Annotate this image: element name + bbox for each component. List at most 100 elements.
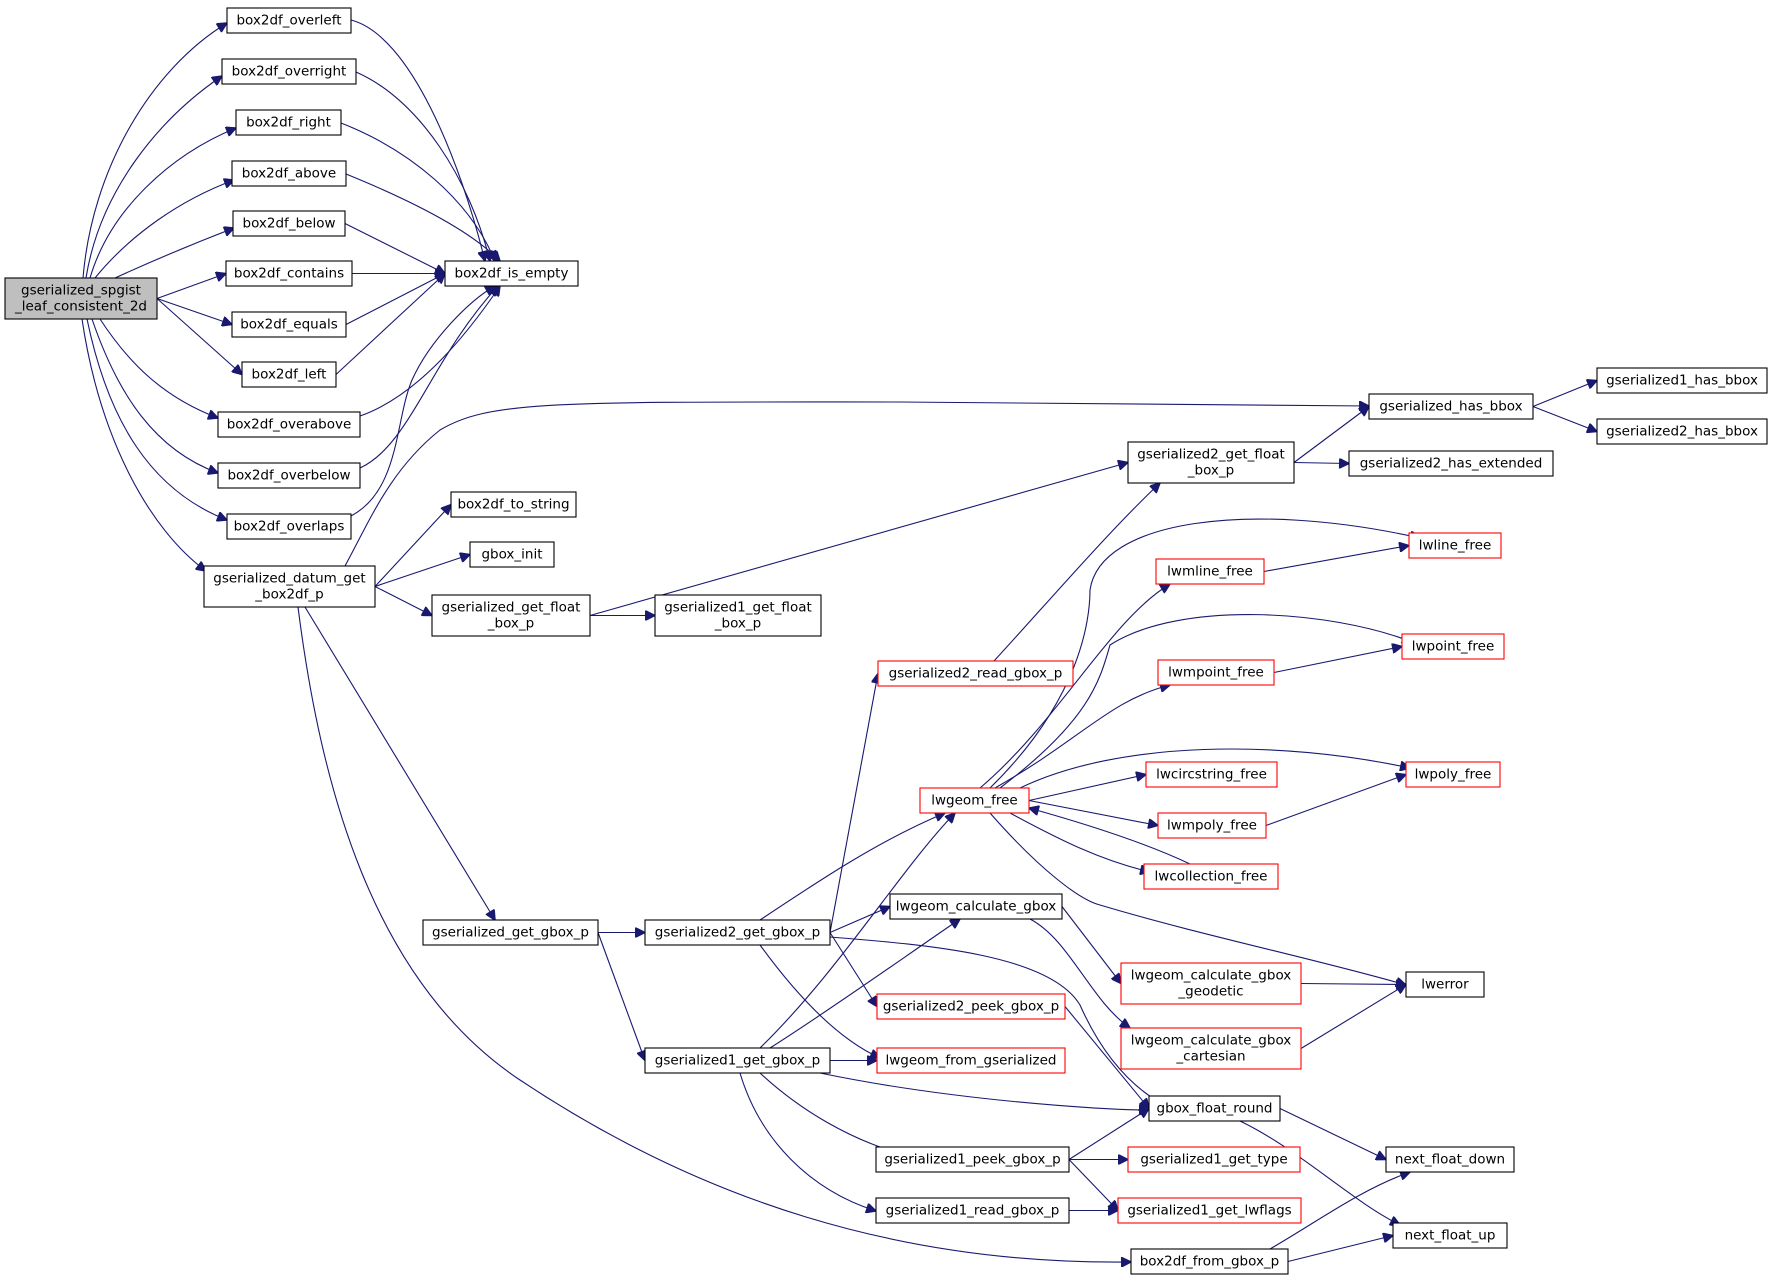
node-label: box2df_from_gbox_p [1140,1254,1280,1270]
node-box [241,361,337,388]
node-label: gserialized_has_bbox [1379,399,1522,415]
node-g2-peek-gbox[interactable]: gserialized2_peek_gbox_p [876,993,1066,1020]
edge-root-to-equals [156,297,232,325]
node-box [1155,558,1265,585]
edge-calc_gbox_cartesian-to-lwerror [1300,985,1406,1049]
node-lwpoint-free[interactable]: lwpoint_free [1401,633,1505,660]
node-label: gserialized1_peek_gbox_p [884,1152,1060,1168]
node-gbox-float-round[interactable]: gbox_float_round [1148,1095,1281,1122]
edge-lwgeom_free-to-lwcircstring_free [1028,775,1146,802]
node-lwmpoint-free[interactable]: lwmpoint_free [1157,659,1275,686]
node-lwcircstring-free[interactable]: lwcircstring_free [1145,761,1278,788]
edge-get_float_box-to-g2_get_float_box [589,463,1128,617]
edge-g1_get_gbox-to-g1_peek_gbox [759,1072,905,1155]
node-overright[interactable]: box2df_overright [221,58,357,85]
node-label: gserialized_spgist [21,283,141,299]
node-g1-get-type[interactable]: gserialized1_get_type [1127,1146,1301,1173]
node-lwgeom-free[interactable]: lwgeom_free [919,787,1030,814]
node-lwmline-free[interactable]: lwmline_free [1155,558,1265,585]
node-right[interactable]: box2df_right [235,109,342,136]
node-lwmpoly-free[interactable]: lwmpoly_free [1157,812,1267,839]
node-label: lwgeom_from_gserialized [886,1053,1057,1069]
node-box [1120,1027,1302,1070]
node-datum-get[interactable]: gserialized_datum_get_box2df_p [203,565,376,608]
node-get-float-box[interactable]: gserialized_get_float_box_p [431,594,591,637]
node-calc-gbox-cartesian[interactable]: lwgeom_calculate_gbox_cartesian [1120,1027,1302,1070]
node-box [217,411,361,438]
node-box [876,993,1066,1020]
node-g1-read-gbox[interactable]: gserialized1_read_gbox_p [875,1197,1070,1224]
node-g2-read-gbox[interactable]: gserialized2_read_gbox_p [877,660,1074,687]
node-box [1408,532,1502,559]
node-below[interactable]: box2df_below [232,210,346,237]
node-g2-get-float-box[interactable]: gserialized2_get_float_box_p [1127,441,1295,484]
node-calc-gbox-geodetic[interactable]: lwgeom_calculate_gbox_geodetic [1120,962,1302,1005]
node-g1-has-bbox[interactable]: gserialized1_has_bbox [1596,367,1768,394]
node-label: lwmpoint_free [1168,665,1264,681]
edge-overleft-to-is_empty [350,19,485,261]
node-label: box2df_overright [232,64,347,80]
node-box [469,541,555,568]
node-calc-gbox[interactable]: lwgeom_calculate_gbox [889,893,1063,920]
node-label: gserialized1_get_float [664,600,812,616]
node-label: gbox_init [481,547,542,563]
node-lwcollection-free[interactable]: lwcollection_free [1143,863,1279,890]
node-lwerror[interactable]: lwerror [1405,971,1485,998]
node-label: gserialized2_has_extended [1360,456,1543,472]
node-from-gbox[interactable]: box2df_from_gbox_p [1130,1248,1289,1275]
node-box [1157,659,1275,686]
node-label: gserialized_get_float [442,600,581,616]
node-box [225,260,353,287]
node-next-float-down[interactable]: next_float_down [1385,1146,1515,1173]
edge-datum_get-to-get_float_box [374,586,432,616]
node-g2-has-bbox[interactable]: gserialized2_has_bbox [1596,418,1768,445]
node-box [235,109,342,136]
edge-above-to-is_empty [345,173,500,261]
node-has-bbox[interactable]: gserialized_has_bbox [1368,393,1534,420]
node-label: gserialized2_has_bbox [1606,424,1758,440]
edge-gbox_float_round-to-next_float_up [1239,1120,1400,1225]
edge-get_gbox-to-g1_get_gbox [597,932,645,1061]
node-box [444,260,579,287]
node-lwpoly-free[interactable]: lwpoly_free [1405,761,1501,788]
node-from-gserialized[interactable]: lwgeom_from_gserialized [876,1047,1066,1074]
edge-lwmpoly_free-to-lwpoly_free [1265,775,1406,827]
node-g1-peek-gbox[interactable]: gserialized1_peek_gbox_p [875,1146,1070,1173]
node-box [226,7,352,34]
node-is-empty[interactable]: box2df_is_empty [444,260,579,287]
node-box [654,594,822,637]
node-to-string[interactable]: box2df_to_string [450,491,577,518]
node-g2-get-gbox[interactable]: gserialized2_get_gbox_p [644,919,831,946]
node-get-gbox[interactable]: gserialized_get_gbox_p [422,919,599,946]
edge-datum_get-to-from_gbox [297,606,1131,1262]
node-left[interactable]: box2df_left [241,361,337,388]
node-box [875,1197,1070,1224]
node-box [1127,1146,1301,1173]
edge-calc_gbox_geodetic-to-lwerror [1300,984,1406,985]
node-contains[interactable]: box2df_contains [225,260,353,287]
node-g1-get-gbox[interactable]: gserialized1_get_gbox_p [644,1047,831,1074]
edge-g1_peek_gbox-to-gbox_float_round [1068,1109,1149,1160]
node-overabove[interactable]: box2df_overabove [217,411,361,438]
node-overbelow[interactable]: box2df_overbelow [217,462,361,489]
node-overleft[interactable]: box2df_overleft [226,7,352,34]
node-above[interactable]: box2df_above [231,160,347,187]
edge-root-to-datum_get [81,318,206,571]
node-next-float-up[interactable]: next_float_up [1392,1222,1508,1249]
node-equals[interactable]: box2df_equals [231,311,347,338]
node-g2-has-extended[interactable]: gserialized2_has_extended [1348,450,1554,477]
edge-root-to-left [156,298,242,375]
node-lwline-free[interactable]: lwline_free [1408,532,1502,559]
edge-datum_get-to-gbox_init [374,555,470,588]
edge-gbox_float_round-to-next_float_down [1279,1108,1386,1160]
node-box [1130,1248,1289,1275]
node-gbox-init[interactable]: gbox_init [469,541,555,568]
node-g1-get-float-box[interactable]: gserialized1_get_float_box_p [654,594,822,637]
node-box [889,893,1063,920]
edge-root-to-below [114,228,234,279]
node-g1-get-lwflags[interactable]: gserialized1_get_lwflags [1117,1197,1302,1224]
node-overlaps[interactable]: box2df_overlaps [226,513,352,540]
node-label: box2df_overlaps [234,519,345,535]
node-box [1120,962,1302,1005]
